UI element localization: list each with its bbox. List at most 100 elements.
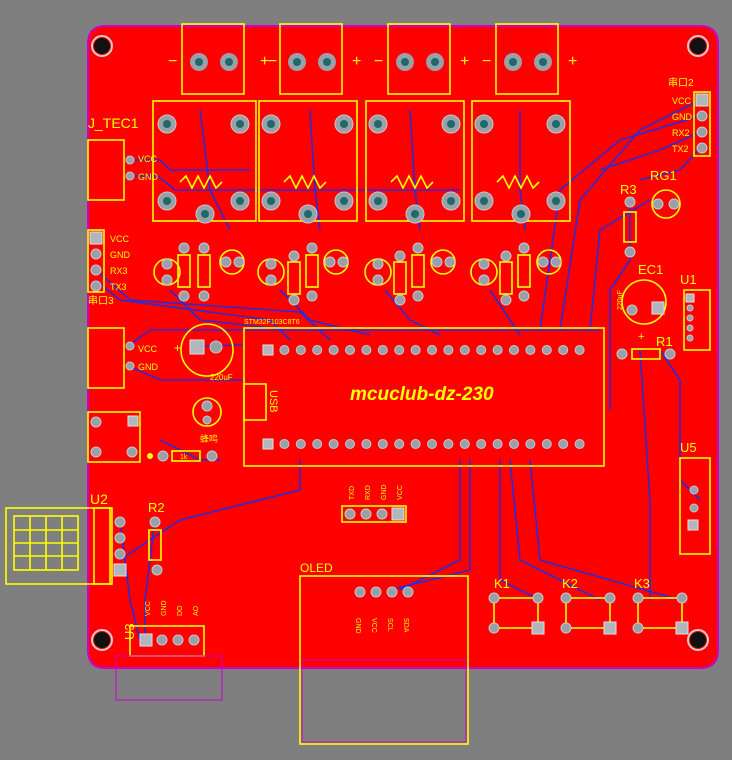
- u1-label: U1: [680, 272, 697, 287]
- u5-label: U5: [680, 440, 697, 455]
- oled-display: OLED GND VCC SCL SDA: [299, 561, 469, 745]
- mcu-pin-pad: [427, 345, 437, 355]
- serial2-header: 串口2 VCC GND RX2 TX2: [668, 77, 711, 157]
- mcu-top-pins: [262, 344, 585, 356]
- mcu-pin-pad: [377, 345, 388, 355]
- plus-label: +: [638, 331, 644, 343]
- minus-label: −: [268, 53, 277, 70]
- mcu-pin-pad: [345, 345, 355, 355]
- r-value: 1k: [180, 454, 188, 461]
- usb-label: USB: [267, 390, 279, 413]
- vcc-label: VCC: [672, 96, 692, 106]
- u5-module: U5: [679, 440, 711, 555]
- u3-keepout: [115, 655, 223, 701]
- mcu-pin-pad: [558, 345, 569, 355]
- plus-label: +: [260, 53, 269, 70]
- oled-pin-vcc: VCC: [370, 618, 377, 633]
- mcu-pin-pad: [328, 439, 339, 449]
- mcu-pin-pad: [312, 439, 323, 449]
- plus-label: +: [352, 53, 361, 70]
- oled-label: OLED: [300, 561, 333, 575]
- u3-pin-ao: AO: [193, 605, 200, 616]
- k3-label: K3: [634, 576, 650, 591]
- u2-sensor: U2: [5, 491, 127, 585]
- plus-label: +: [568, 53, 577, 70]
- k2-label: K2: [562, 576, 578, 591]
- mcu-pin-pad: [509, 439, 519, 449]
- j-tec1-label: J_TEC1: [88, 115, 139, 131]
- mcu-pin-pad: [345, 439, 355, 449]
- ec1-capacitor: EC1 + 220uF: [617, 262, 667, 343]
- mcu-pin-pad: [443, 345, 454, 355]
- io-txd-label: TXD: [349, 486, 356, 500]
- mcu-pin-pad: [459, 345, 470, 355]
- r3-label: R3: [620, 182, 637, 197]
- gnd-label: GND: [110, 250, 131, 260]
- mcu-pin-pad: [541, 439, 552, 449]
- mcu-pin-pad: [574, 439, 585, 449]
- mcu-pin-pad: [394, 439, 405, 449]
- u3-pin-do: DO: [177, 605, 184, 616]
- mcu-pin-pad: [312, 345, 323, 355]
- mcu-pin-pad: [410, 345, 421, 355]
- j-tec1-connector: J_TEC1 VCC GND: [87, 115, 159, 201]
- push-buttons: K1 K2 K3: [488, 576, 689, 635]
- u2-label: U2: [90, 491, 108, 507]
- mcu-pin-pad: [295, 345, 306, 355]
- mcu-pin-pad: [410, 439, 421, 449]
- oled-pin-sda: SDA: [402, 618, 409, 633]
- rg1-photoresistor: RG1: [650, 168, 681, 219]
- minus-label: −: [482, 53, 491, 70]
- mcu-pin-pad: [394, 345, 405, 355]
- mcu-pin-pad: [262, 438, 274, 450]
- driver-components: [153, 242, 562, 306]
- mcu-pin-pad: [492, 345, 503, 355]
- uart-header: TXD RXD GND VCC: [341, 484, 407, 523]
- rx3-label: RX3: [110, 266, 128, 276]
- tx2-label: TX2: [672, 144, 689, 154]
- gnd-label: GND: [138, 362, 159, 372]
- gnd-label: GND: [138, 172, 159, 182]
- tx3-label: TX3: [110, 282, 127, 292]
- power-input-connector: VCC GND: [87, 327, 159, 389]
- buzzer: 蜂鸣: [192, 397, 222, 444]
- ec1-value: 220uF: [617, 290, 624, 310]
- mcu-pin-pad: [361, 439, 372, 449]
- u3-pin-vcc: VCC: [145, 601, 152, 616]
- r2-label: R2: [148, 500, 165, 515]
- serial3-label: 串口3: [88, 295, 114, 307]
- mcu-pin-pad: [377, 439, 388, 449]
- traces: [95, 99, 701, 641]
- oled-pin-scl: SCL: [386, 618, 393, 632]
- io-vcc-label: VCC: [397, 485, 404, 500]
- capacitor-220uf: + 220uF: [174, 323, 234, 382]
- gnd-label: GND: [672, 112, 693, 122]
- mcu-pin-pad: [361, 345, 372, 355]
- vcc-label: VCC: [110, 234, 130, 244]
- k1-label: K1: [494, 576, 510, 591]
- io-rxd-label: RXD: [365, 485, 372, 500]
- io-gnd-label: GND: [381, 484, 388, 500]
- minus-label: −: [168, 53, 177, 70]
- vcc-label: VCC: [138, 344, 158, 354]
- terminal-blocks: + + + + − − − −: [168, 23, 577, 95]
- mcu-header-label: STM32F103C8T6: [244, 319, 300, 326]
- u3-sensor: U3 VCC GND DO AO: [115, 600, 223, 701]
- oled-keepout: [301, 659, 467, 743]
- mcu-pin-pad: [558, 439, 569, 449]
- u3-pin-gnd: GND: [161, 600, 168, 616]
- mcu-pin-pad: [492, 439, 503, 449]
- rx2-label: RX2: [672, 128, 690, 138]
- mcu-pin-pad: [443, 439, 454, 449]
- board-title: mcuclub-dz-230: [350, 384, 494, 405]
- mcu-bottom-pins: [262, 438, 585, 450]
- relays: [152, 100, 571, 224]
- serial2-label: 串口2: [668, 77, 694, 89]
- serial3-header: VCC GND RX3 TX3 串口3: [87, 229, 131, 307]
- resistor-1k: 1k: [147, 450, 218, 462]
- mcu-pin-pad: [525, 439, 536, 449]
- r2-resistor: R2: [148, 500, 165, 576]
- r3-resistor: R3: [620, 182, 637, 258]
- cap-value: 220uF: [210, 373, 233, 382]
